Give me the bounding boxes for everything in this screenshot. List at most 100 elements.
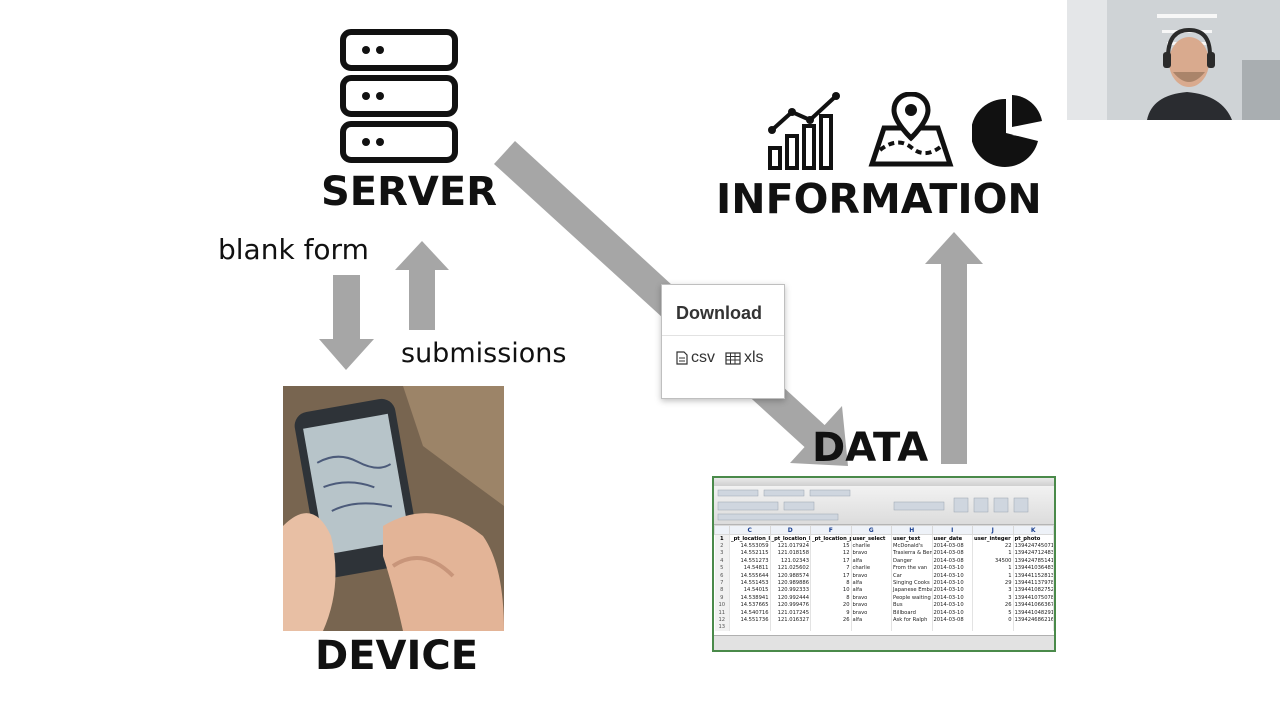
- row-number: 6: [714, 571, 730, 580]
- table-cell: bravo: [851, 601, 892, 609]
- table-cell: Singing Cooks: [891, 579, 933, 587]
- table-cell: 26: [810, 616, 852, 624]
- table-cell: 0: [972, 616, 1014, 624]
- row-number: 11: [714, 608, 730, 617]
- table-cell: bravo: [851, 571, 892, 580]
- server-label: SERVER: [321, 169, 498, 215]
- table-cell: 12: [810, 549, 852, 558]
- bar-line-chart-icon: [768, 92, 840, 170]
- table-cell: alfa: [851, 557, 892, 565]
- download-xls-option[interactable]: xls: [725, 349, 764, 367]
- header-cell: user_text: [891, 534, 933, 543]
- table-cell: 2014-03-10: [932, 586, 973, 595]
- map-pin-icon: [868, 92, 954, 167]
- row-number: 2: [714, 542, 730, 550]
- table-cell: 14.551453: [729, 579, 771, 587]
- table-cell: 14.54811: [729, 564, 771, 572]
- table-cell: 3: [972, 586, 1014, 595]
- table-cell: 26: [972, 601, 1014, 609]
- table-cell: 121.017924: [770, 542, 811, 550]
- header-cell: user_date: [932, 534, 973, 543]
- device-label: DEVICE: [315, 633, 479, 679]
- column-letter: J: [972, 525, 1014, 535]
- table-cell: 2014-03-10: [932, 608, 973, 617]
- blank-form-label: blank form: [218, 233, 369, 266]
- table-cell: bravo: [851, 549, 892, 558]
- table-cell: charlie: [851, 564, 892, 572]
- data-to-information-arrow: [925, 232, 983, 464]
- table-cell: Bus: [891, 601, 933, 609]
- server-icon: [340, 29, 458, 163]
- pie-chart-icon: [972, 95, 1042, 167]
- blank-form-arrow: [319, 275, 374, 370]
- table-cell: Billboard: [891, 608, 933, 617]
- table-cell: 17: [810, 557, 852, 565]
- table-cell: 2014-03-08: [932, 549, 973, 558]
- table-cell: 120.992444: [770, 594, 811, 602]
- table-cell: 1: [972, 549, 1014, 558]
- table-cell: 1394411379787.jpg: [1013, 579, 1054, 587]
- download-csv-option[interactable]: csv: [676, 349, 715, 367]
- table-cell: 3: [972, 594, 1014, 602]
- row-number: 8: [714, 586, 730, 595]
- table-cell: 14.552115: [729, 549, 771, 558]
- table-cell: 1: [972, 564, 1014, 572]
- column-letter: I: [931, 525, 973, 535]
- table-cell: 10: [810, 586, 852, 595]
- table-cell: Danger: [891, 557, 933, 565]
- header-cell: pt_photo: [1013, 534, 1054, 543]
- sheet-tabs: [714, 635, 1054, 650]
- table-cell: 29: [972, 579, 1014, 587]
- table-cell: Ask for Ralph: [891, 616, 933, 624]
- download-title: Download: [676, 303, 762, 323]
- table-cell: 1394410663674.jpg: [1013, 601, 1054, 609]
- row-number: 3: [714, 549, 730, 558]
- table-cell: 120.989886: [770, 579, 811, 587]
- table-cell: [932, 623, 973, 632]
- table-cell: [770, 623, 811, 632]
- table-cell: 120.992333: [770, 586, 811, 595]
- row-number: 5: [714, 564, 730, 572]
- row-number: 7: [714, 579, 730, 587]
- table-cell: 2014-03-08: [932, 542, 973, 550]
- table-cell: 120.988574: [770, 571, 811, 580]
- table-cell: 2014-03-08: [932, 557, 973, 565]
- download-panel: Download csv xls: [661, 284, 785, 399]
- table-cell: 1394247450718.jpg: [1013, 542, 1054, 550]
- table-cell: 14.555644: [729, 571, 771, 580]
- column-letter: F: [810, 525, 852, 535]
- table-cell: 17: [810, 571, 852, 580]
- table-cell: 1394410482910.jpg: [1013, 608, 1054, 617]
- row-number: 10: [714, 601, 730, 609]
- header-cell: user_integer: [972, 534, 1014, 543]
- table-cell: 14.553059: [729, 542, 771, 550]
- table-cell: 7: [810, 564, 852, 572]
- row-number: 4: [714, 557, 730, 565]
- csv-label: csv: [691, 349, 715, 366]
- table-cell: 9: [810, 608, 852, 617]
- table-cell: 34500: [972, 557, 1014, 565]
- table-cell: bravo: [851, 608, 892, 617]
- table-cell: bravo: [851, 594, 892, 602]
- table-cell: 121.017245: [770, 608, 811, 617]
- header-cell: _pt_location_latitude: [729, 534, 771, 543]
- table-cell: 1394411528133.jpg: [1013, 571, 1054, 580]
- submissions-label: submissions: [401, 338, 567, 369]
- table-cell: 8: [810, 579, 852, 587]
- table-cell: [1013, 623, 1054, 632]
- table-cell: 1394410750786.jpg: [1013, 594, 1054, 602]
- table-cell: 14.54015: [729, 586, 771, 595]
- table-cell: alfa: [851, 579, 892, 587]
- header-row: 1 _pt_location_latitude _pt_location_lon…: [714, 534, 1054, 543]
- table-cell: [851, 623, 892, 632]
